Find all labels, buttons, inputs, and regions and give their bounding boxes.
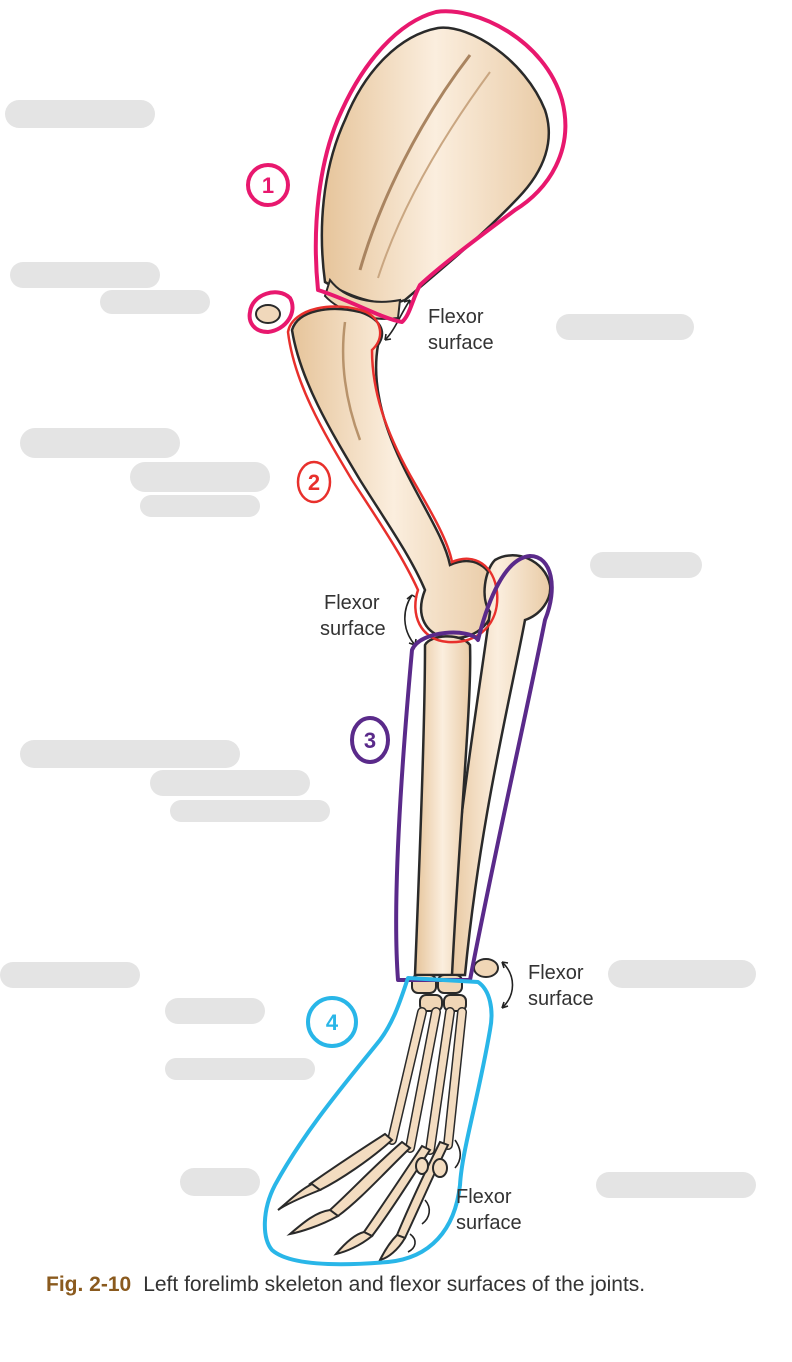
- outline-1-scapula: [313, 9, 568, 324]
- flexor-label-carpus-line1: Flexor: [528, 962, 584, 984]
- annotation-4: 4: [306, 996, 358, 1048]
- flexor-label-elbow: Flexor surface: [320, 590, 386, 642]
- flexor-label-elbow-line2: surface: [320, 618, 386, 640]
- humerus-bone: [290, 307, 497, 640]
- flexor-label-carpus: Flexor surface: [528, 960, 594, 1012]
- scapular-spine-line-2: [377, 71, 491, 279]
- annotation-1: 1: [246, 163, 290, 207]
- flexor-label-digits-line2: surface: [456, 1212, 522, 1234]
- flexor-label-carpus-line2: surface: [528, 988, 594, 1010]
- figure-caption: Fig. 2-10 Left forelimb skeleton and flex…: [46, 1272, 766, 1298]
- redaction-smudges: [0, 100, 756, 1198]
- flexor-label-shoulder: Flexor surface: [428, 304, 494, 356]
- flexor-label-digits-line1: Flexor: [456, 1186, 512, 1208]
- flexor-label-shoulder-line1: Flexor: [428, 306, 484, 328]
- humerus-crest-line: [341, 321, 362, 441]
- outline-4-paw: [262, 976, 494, 1267]
- metacarpal-bones: [387, 1007, 467, 1155]
- outline-1-clavicle: [247, 290, 295, 335]
- radius-bone: [413, 635, 472, 977]
- flexor-label-shoulder-line2: surface: [428, 332, 494, 354]
- flexor-label-elbow-line1: Flexor: [324, 592, 380, 614]
- phalanges-and-claws: [277, 1132, 450, 1262]
- outline-3-forearm: [394, 554, 554, 982]
- clavicle-bone: [255, 304, 281, 324]
- flexor-label-digits: Flexor surface: [456, 1184, 522, 1236]
- annotation-4-number: 4: [326, 1010, 339, 1035]
- annotation-3: 3: [350, 716, 390, 764]
- figure-number: Fig. 2-10: [46, 1273, 132, 1296]
- figure-caption-text: Left forelimb skeleton and flexor surfac…: [143, 1273, 646, 1296]
- annotation-3-number: 3: [364, 728, 376, 753]
- scapular-spine-line: [358, 54, 472, 271]
- annotation-2-number: 2: [308, 470, 320, 495]
- scapula-bone: [320, 26, 551, 305]
- annotation-2: 2: [296, 460, 332, 504]
- outline-2-humerus: [286, 305, 499, 644]
- annotation-1-number: 1: [262, 173, 274, 198]
